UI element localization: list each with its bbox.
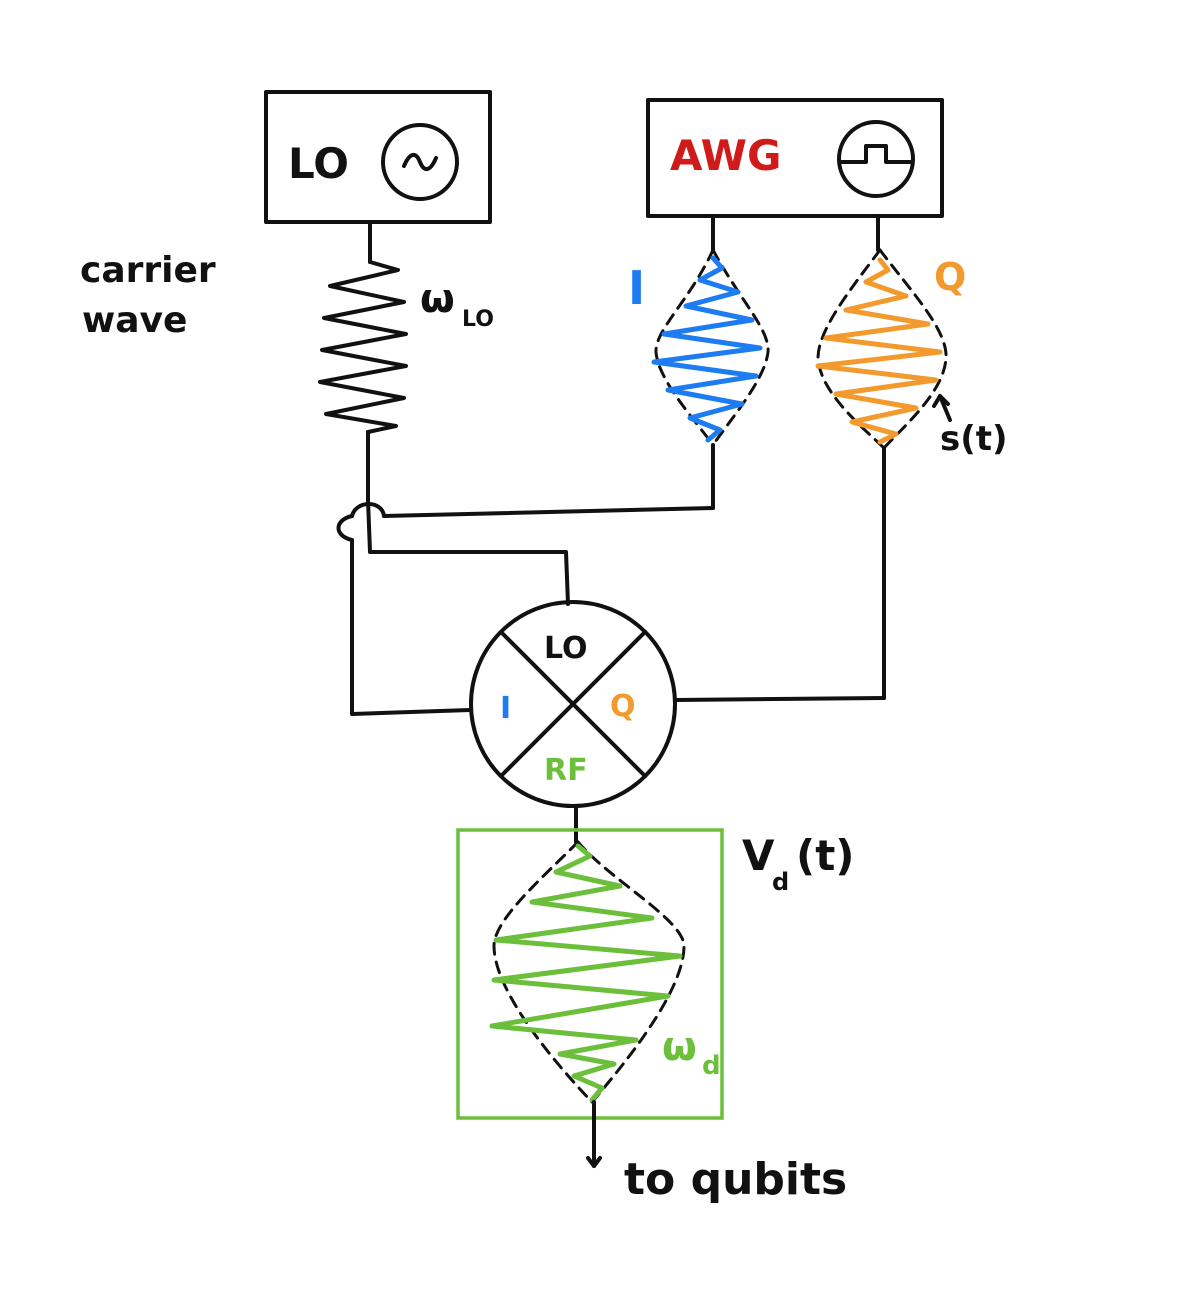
mixer-rf-port: RF [544, 753, 588, 788]
omega-lo-symbol: ω [420, 276, 455, 322]
mixer-lo-port: LO [544, 631, 588, 666]
rf-oscillation [489, 843, 683, 1103]
vd-symbol: V [742, 831, 775, 880]
carrier-label-line1: carrier [80, 250, 216, 291]
awg-box-label: AWG [670, 131, 781, 180]
envelope-label: s(t) [940, 419, 1008, 459]
q-signal: Q s(t) [815, 214, 1008, 700]
carrier-label-line2: wave [82, 300, 187, 341]
q-oscillation [815, 257, 943, 445]
q-label: Q [934, 255, 966, 299]
i-label: I [628, 261, 645, 315]
vd-argument: (t) [796, 831, 854, 880]
omega-lo-subscript: LO [462, 307, 494, 332]
vd-subscript: d [772, 868, 789, 896]
sine-wave-icon [381, 123, 459, 201]
carrier-wave: carrier wave ω LO [80, 220, 494, 502]
mixer-q-port: Q [610, 689, 636, 724]
destination-label: to qubits [624, 1154, 847, 1205]
omega-d-subscript: d [702, 1051, 721, 1081]
rf-output: V d (t) ω d to qubits [456, 804, 854, 1205]
i-signal: I [628, 214, 770, 510]
i-oscillation [651, 255, 763, 443]
lo-box [264, 90, 492, 224]
mixer-i-port: I [500, 691, 511, 726]
awg-box [646, 98, 944, 218]
lo-source: LO [264, 90, 492, 224]
output-frame [456, 828, 724, 1120]
pulse-wave-icon [837, 120, 915, 198]
awg-source: AWG [646, 98, 944, 218]
lo-box-label: LO [288, 139, 349, 188]
iq-mixer: LO I Q RF [469, 600, 677, 808]
omega-d-symbol: ω [662, 1024, 697, 1070]
carrier-oscillation [318, 260, 408, 434]
wiring [336, 498, 886, 716]
